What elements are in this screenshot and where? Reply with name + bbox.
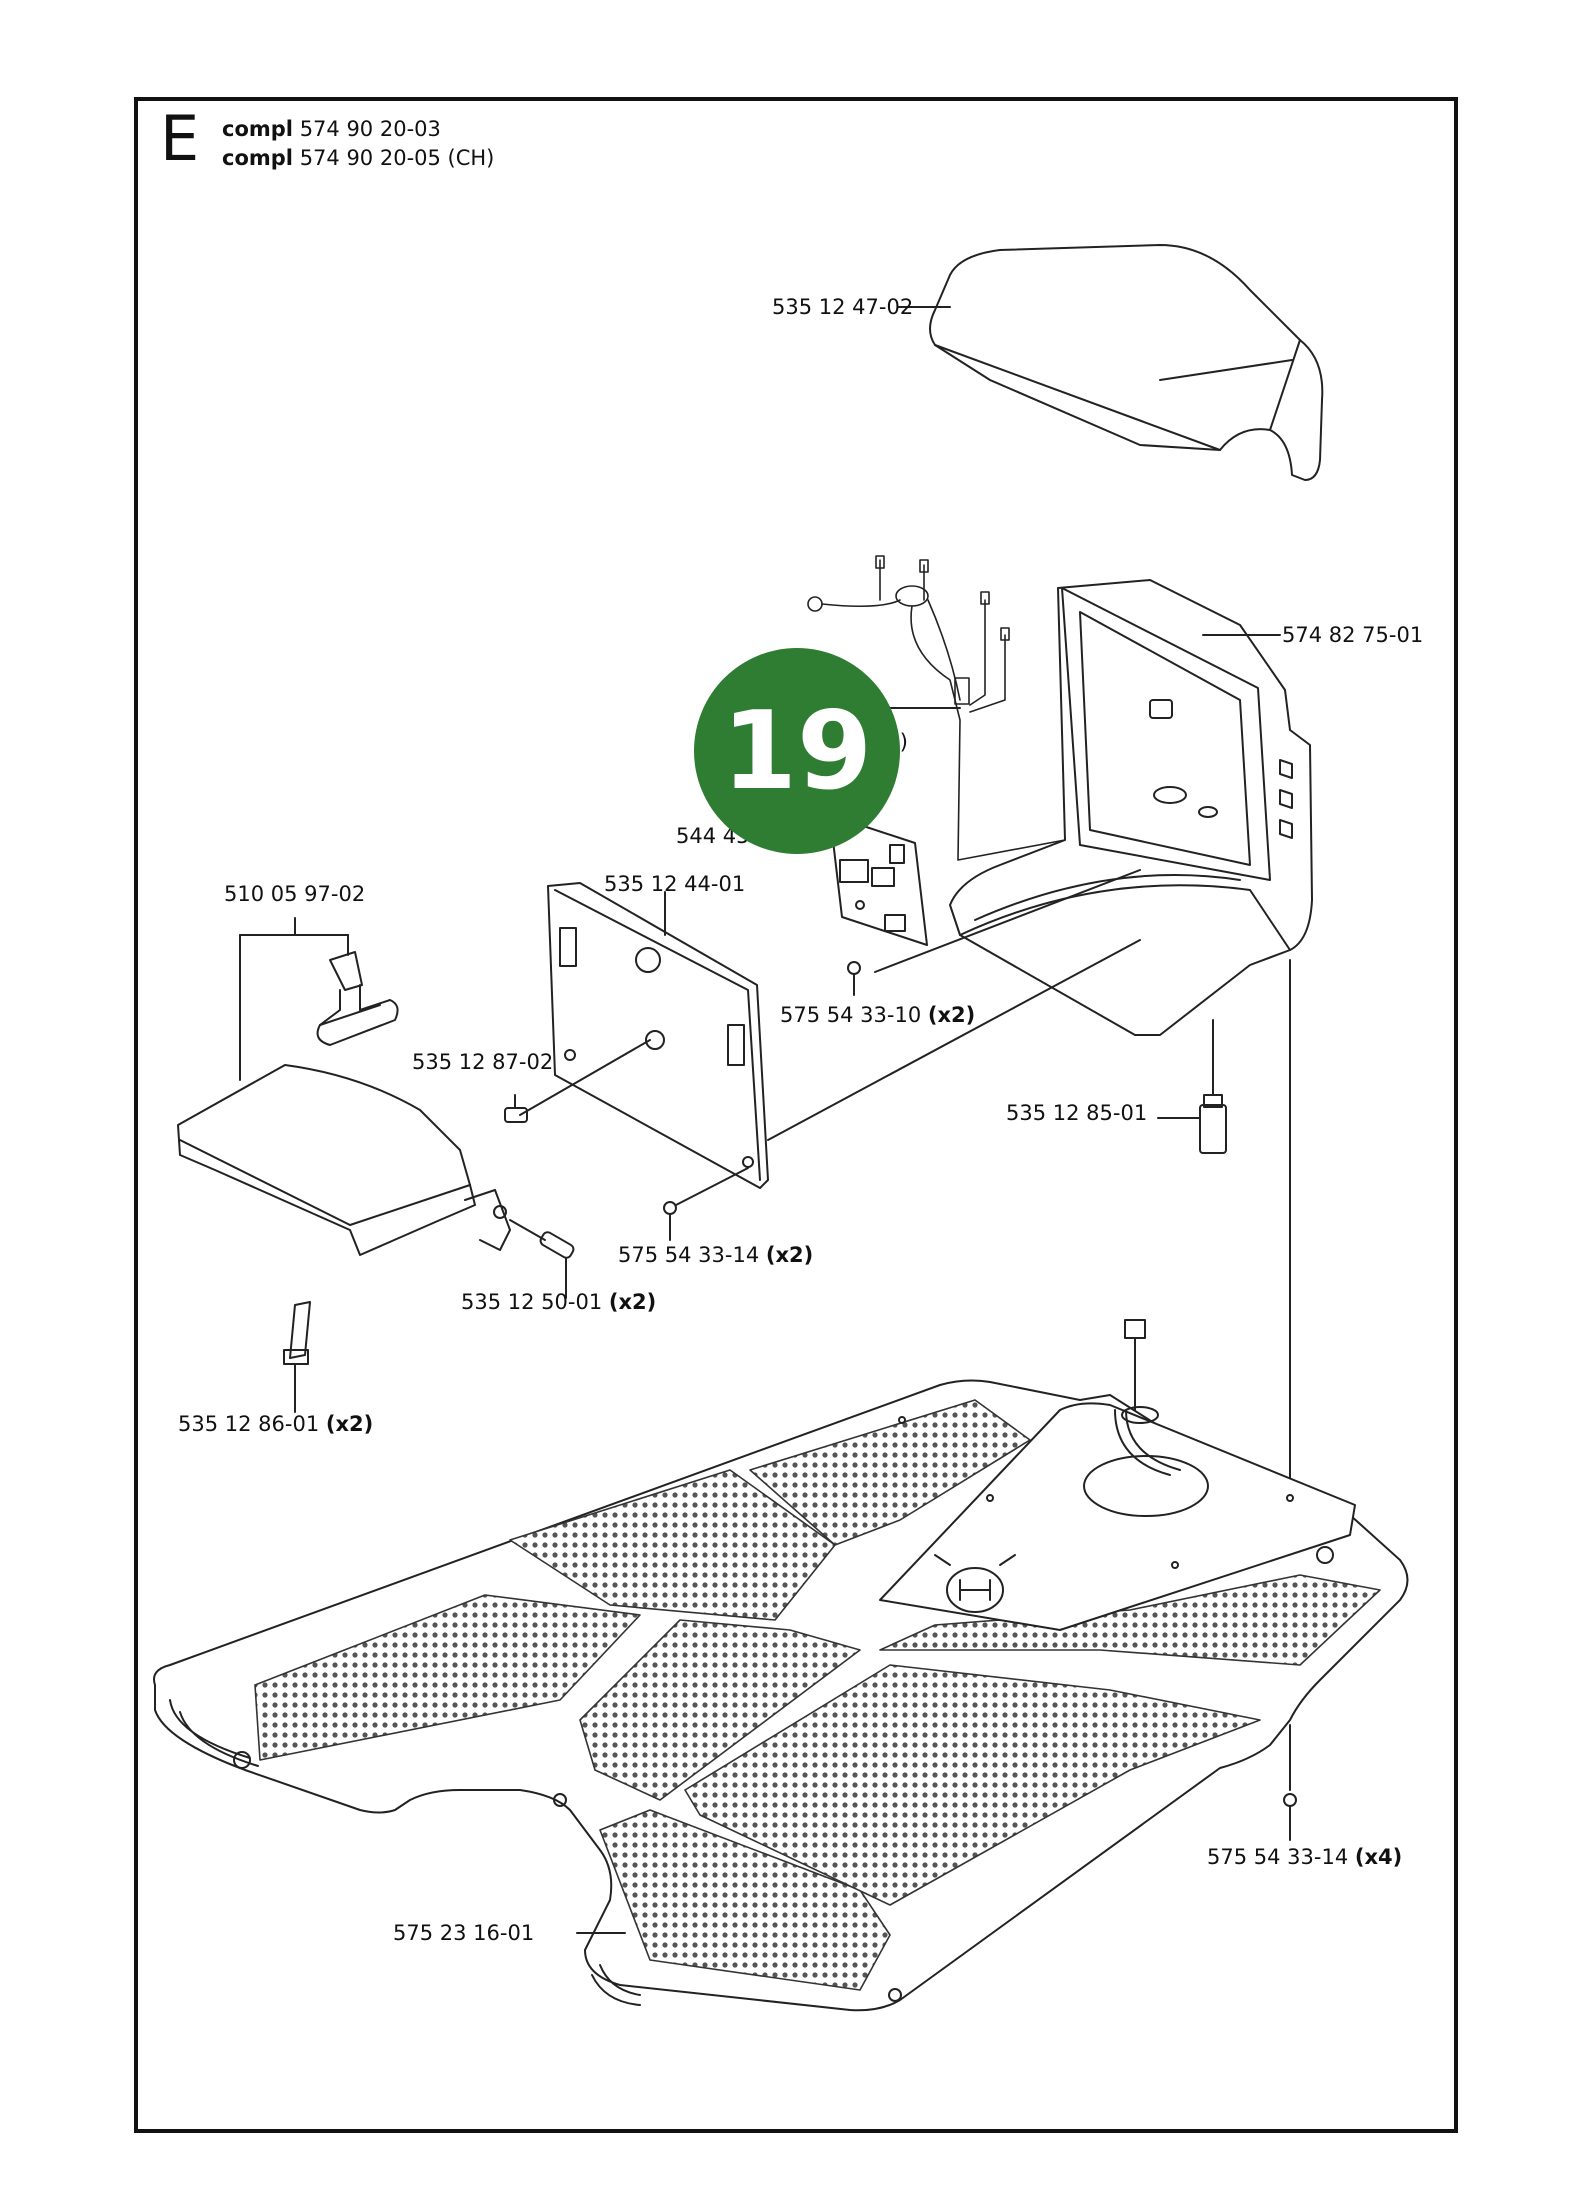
leader-pin xyxy=(519,1039,651,1116)
label-top-cover: 535 12 47-02 xyxy=(772,295,914,319)
label-cover-plate: 535 12 44-01 xyxy=(604,872,746,896)
label-pin: 535 12 87-02 xyxy=(412,1050,554,1074)
assembly-line-2: compl 574 90 20-05 (CH) xyxy=(222,146,495,170)
board-screw-shape xyxy=(847,961,861,996)
label-plate-screw: 575 54 33-14 (x2) xyxy=(618,1243,814,1267)
label-spacer: 535 12 50-01 (x2) xyxy=(461,1290,657,1314)
circuit-board-shape xyxy=(829,814,928,946)
page-number-badge: 19 xyxy=(694,648,900,854)
cover-plate-shape xyxy=(547,882,769,1189)
contact-strip-shape xyxy=(283,1301,311,1365)
connector-shape xyxy=(1199,1019,1227,1154)
label-charging-housing: 574 82 75-01 xyxy=(1282,623,1424,647)
assembly-line-1: compl 574 90 20-03 xyxy=(222,117,441,141)
label-contact-strip: 535 12 86-01 (x2) xyxy=(178,1412,374,1436)
plate-screw-shape xyxy=(663,1167,749,1241)
label-base-plate: 575 23 16-01 xyxy=(393,1921,535,1945)
leader-board-to-housing xyxy=(874,869,1141,973)
charging-housing-shape xyxy=(949,579,1313,1036)
base-screw-shape xyxy=(1283,1724,1297,1841)
pin-shape xyxy=(504,1107,528,1123)
bracket-shape xyxy=(316,951,399,1046)
top-cover-shape xyxy=(929,244,1324,481)
page-frame xyxy=(134,97,1458,2133)
label-base-screw: 575 54 33-14 (x4) xyxy=(1207,1845,1403,1869)
label-connector: 535 12 85-01 xyxy=(1006,1101,1148,1125)
wiring-harness-shape xyxy=(807,555,1066,861)
section-letter: E xyxy=(160,102,200,175)
spacer-shape xyxy=(539,1231,575,1259)
leader-spacer-diag xyxy=(509,1219,546,1241)
label-bracket: 510 05 97-02 xyxy=(224,882,366,906)
leader-plate-to-housing xyxy=(767,939,1141,1141)
guide-arm-shape xyxy=(177,1064,511,1256)
base-plate-shape xyxy=(153,1319,1409,2012)
brand-logo-icon xyxy=(934,1554,1016,1613)
label-board-screw: 575 54 33-10 (x2) xyxy=(780,1003,976,1027)
